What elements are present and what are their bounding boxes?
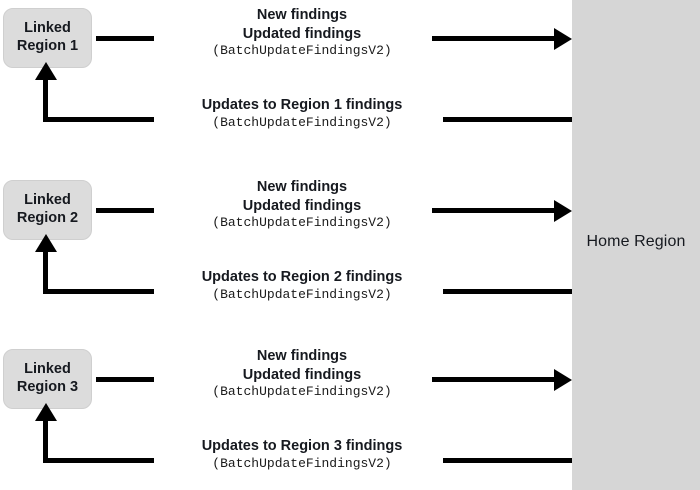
linked-region-3-label: Linked Region 3 [17,361,78,396]
linked-region-1-label-line1: Linked [24,20,71,37]
label-inbound-2: Updates to Region 2 findings (BatchUpdat… [168,268,436,303]
arrow-outbound-head-3 [554,368,572,391]
label-outbound-2-line1: New findings [256,179,348,195]
arrow-inbound-head-3 [34,403,57,421]
connector-inbound-line-1 [443,117,572,122]
linked-region-1-label: Linked Region 1 [17,20,78,55]
linked-region-2-label: Linked Region 2 [17,192,78,227]
connector-inbound-elbow-1 [43,117,154,122]
label-inbound-2-api: (BatchUpdateFindingsV2) [212,286,392,302]
label-outbound-1: New findings Updated findings (BatchUpda… [168,6,436,60]
linked-region-2-label-line2: Region 2 [16,210,79,226]
linked-region-2-label-line1: Linked [24,192,71,209]
connector-inbound-line-3 [443,458,572,463]
label-inbound-2-line1: Updates to Region 2 findings [201,269,403,285]
connector-inbound-riser-2 [43,250,48,294]
connector-inbound-riser-3 [43,419,48,463]
label-inbound-1-api: (BatchUpdateFindingsV2) [212,114,392,130]
arrow-outbound-head-2 [554,199,572,222]
linked-region-1-label-line2: Region 1 [16,38,79,54]
label-inbound-3-api: (BatchUpdateFindingsV2) [212,455,392,471]
label-outbound-3: New findings Updated findings (BatchUpda… [168,347,436,401]
arrow-inbound-head-1 [34,62,57,80]
arrow-inbound-head-2 [34,234,57,252]
connector-outbound-stub-2 [96,208,154,213]
label-inbound-1: Updates to Region 1 findings (BatchUpdat… [168,96,436,131]
linked-region-1-box: Linked Region 1 [3,8,92,68]
connector-outbound-line-2 [432,208,560,213]
label-outbound-1-line2: Updated findings [242,25,362,42]
label-outbound-1-line1: New findings [256,7,348,23]
linked-region-3-label-line2: Region 3 [16,379,79,395]
arrow-outbound-head-1 [554,27,572,50]
label-inbound-3: Updates to Region 3 findings (BatchUpdat… [168,437,436,472]
connector-outbound-stub-1 [96,36,154,41]
label-outbound-3-line1: New findings [256,348,348,364]
label-outbound-2: New findings Updated findings (BatchUpda… [168,178,436,232]
connector-inbound-riser-1 [43,78,48,122]
connector-outbound-line-1 [432,36,560,41]
linked-region-2-box: Linked Region 2 [3,180,92,240]
connector-outbound-line-3 [432,377,560,382]
home-region-panel [572,0,700,490]
connector-inbound-elbow-3 [43,458,154,463]
label-inbound-1-line1: Updates to Region 1 findings [201,97,403,113]
label-outbound-2-line2: Updated findings [242,197,362,214]
label-outbound-3-line2: Updated findings [242,366,362,383]
label-outbound-1-api: (BatchUpdateFindingsV2) [212,43,392,59]
connector-outbound-stub-3 [96,377,154,382]
home-region-label: Home Region [586,233,686,250]
connector-inbound-elbow-2 [43,289,154,294]
label-outbound-2-api: (BatchUpdateFindingsV2) [212,215,392,231]
label-inbound-3-line1: Updates to Region 3 findings [201,438,403,454]
connector-inbound-line-2 [443,289,572,294]
linked-region-3-label-line1: Linked [24,361,71,378]
label-outbound-3-api: (BatchUpdateFindingsV2) [212,384,392,400]
linked-region-3-box: Linked Region 3 [3,349,92,409]
